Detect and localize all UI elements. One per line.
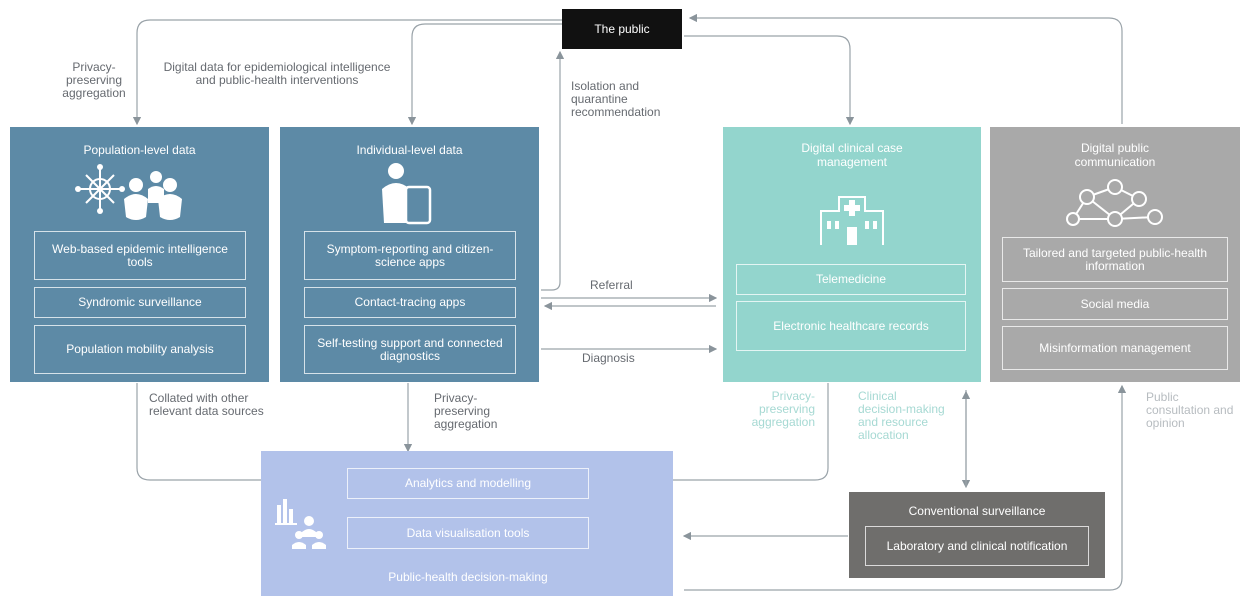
population-item-0: Web-based epidemic intelligence tools [34, 231, 246, 280]
analytics-item-0: Analytics and modelling [347, 468, 589, 499]
privacy-top-label: Privacy-preserving aggregation [62, 60, 126, 100]
individual-item-1: Contact-tracing apps [304, 287, 516, 318]
collated-label: Collated with other relevant data source… [149, 391, 264, 418]
privacy-bottom-label: Privacy-preserving aggregation [434, 391, 498, 431]
population-item-2: Population mobility analysis [34, 325, 246, 374]
public-box: The public [562, 9, 682, 49]
clinical-item-0: Telemedicine [736, 264, 966, 295]
analytics-item-1: Data visualisation tools [347, 517, 589, 549]
analytics-panel: Analytics and modelling Data visualisati… [261, 451, 673, 596]
person-tablet-icon [378, 163, 448, 230]
clinical-decision-label: Clinical decision-making and resource al… [858, 389, 945, 442]
individual-item-0: Symptom-reporting and citizen-science ap… [304, 231, 516, 280]
communication-item-1: Social media [1002, 288, 1228, 320]
communication-title: Digital public communication [1074, 141, 1156, 169]
privacy-teal-label: Privacy-preserving aggregation [751, 389, 815, 429]
individual-item-2: Self-testing support and connected diagn… [304, 325, 516, 374]
referral-label: Referral [590, 278, 633, 292]
public-consultation-label: Public consultation and opinion [1146, 390, 1234, 430]
population-item-1: Syndromic surveillance [34, 287, 246, 318]
diagnosis-label: Diagnosis [582, 351, 635, 365]
analytics-people-icon [275, 499, 335, 554]
individual-level-panel: Individual-level data Symptom-reporting … [280, 127, 539, 382]
clinical-panel: Digital clinical case management Telemed… [723, 127, 981, 382]
population-level-title: Population-level data [83, 143, 196, 157]
network-people-icon [74, 163, 204, 228]
conventional-panel: Conventional surveillance Laboratory and… [849, 492, 1105, 578]
conventional-item: Laboratory and clinical notification [865, 526, 1089, 566]
conventional-title: Conventional surveillance [908, 504, 1046, 518]
decision-making-label: Public-health decision-making [388, 570, 548, 584]
individual-level-title: Individual-level data [356, 143, 463, 157]
isolation-label: Isolation and quarantine recommendation [571, 79, 661, 119]
digital-data-label: Digital data for epidemiological intelli… [163, 60, 391, 87]
population-level-panel: Population-level data Web-based epidemic… [10, 127, 269, 382]
clinical-item-1: Electronic healthcare records [736, 301, 966, 351]
communication-item-0: Tailored and targeted public-health info… [1002, 237, 1228, 282]
communication-panel: Digital public communication Tailored an… [990, 127, 1240, 382]
social-network-icon [1065, 177, 1165, 238]
clinical-title: Digital clinical case management [801, 141, 903, 169]
hospital-icon [817, 191, 887, 250]
communication-item-2: Misinformation management [1002, 326, 1228, 370]
